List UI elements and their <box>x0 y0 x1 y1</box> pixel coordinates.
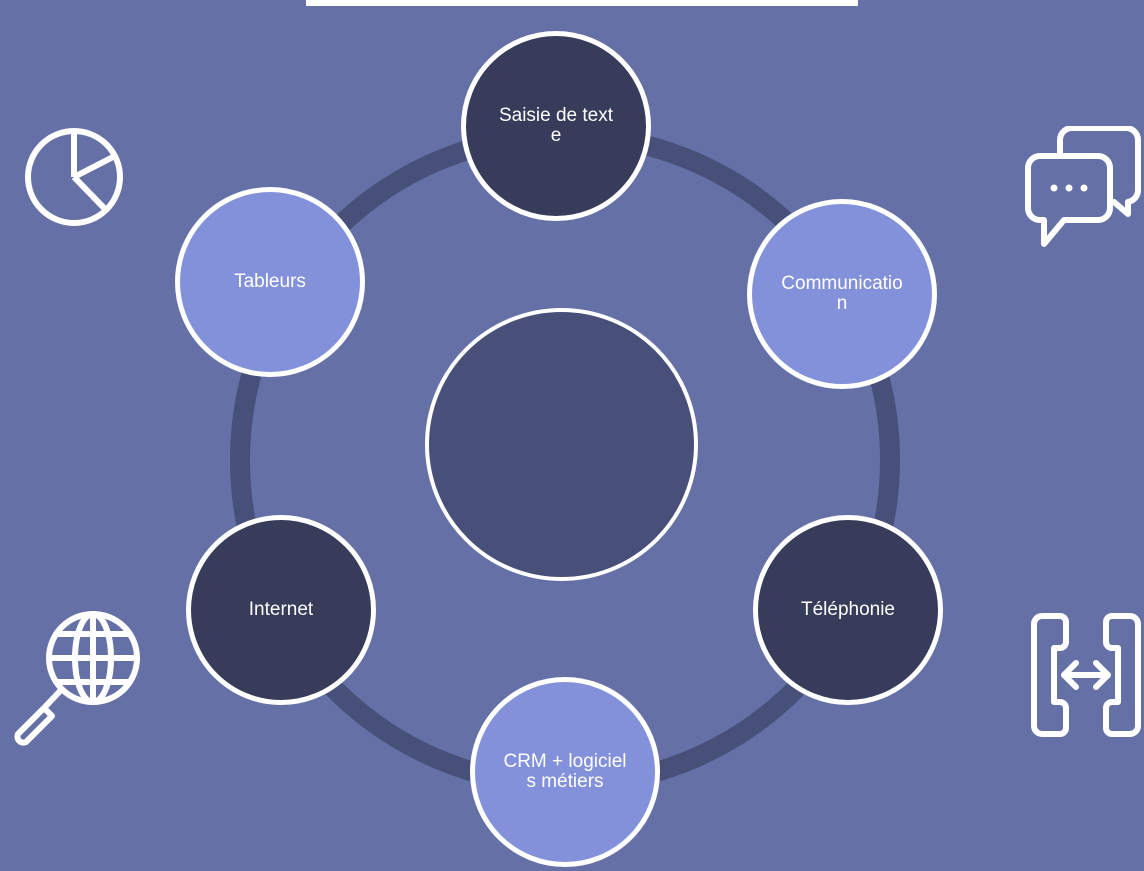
node-label: CRM + logiciels métiers <box>503 751 627 792</box>
node-label: Saisie de texte <box>498 105 614 146</box>
node-saisie-de-texte: Saisie de texte <box>461 31 651 221</box>
node-label: Communication <box>781 273 903 314</box>
node-crm-logiciels-metiers: CRM + logiciels métiers <box>470 677 660 867</box>
center-circle <box>425 308 698 581</box>
node-tableurs: Tableurs <box>175 187 365 377</box>
node-label: Téléphonie <box>800 599 896 620</box>
node-internet: Internet <box>186 515 376 705</box>
chat-bubbles-icon <box>1024 126 1144 250</box>
node-communication: Communication <box>747 199 937 389</box>
node-label: Tableurs <box>234 271 306 292</box>
pie-chart-icon <box>22 125 126 229</box>
globe-search-icon <box>8 608 144 748</box>
node-telephonie: Téléphonie <box>753 515 943 705</box>
phone-transfer-icon <box>1030 612 1142 738</box>
top-divider-line <box>306 0 858 6</box>
node-label: Internet <box>248 599 314 620</box>
